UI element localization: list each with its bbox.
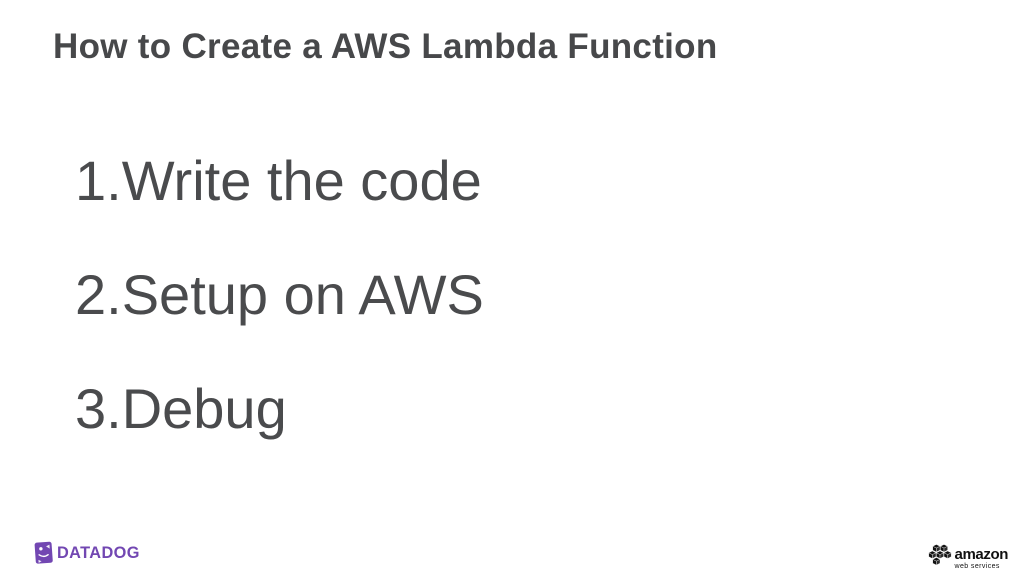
list-item-text: Debug [121, 376, 287, 440]
list-item: 1.Write the code [75, 149, 484, 212]
list-item-marker: 2. [75, 262, 122, 326]
steps-list: 1.Write the code 2.Setup on AWS 3.Debug [75, 149, 484, 440]
list-item-text: Setup on AWS [121, 262, 484, 326]
aws-subtext: web services [954, 563, 1000, 570]
list-item-text: Write the code [121, 149, 482, 212]
list-item-marker: 1. [75, 149, 122, 212]
list-item: 2.Setup on AWS [75, 262, 484, 326]
aws-wordmark-group: amazon web services [954, 546, 1009, 570]
list-item-marker: 3. [75, 376, 122, 440]
aws-wordmark: amazon [954, 546, 1009, 564]
aws-logo: amazon web services [928, 539, 1008, 570]
page-title: How to Create a AWS Lambda Function [53, 27, 718, 66]
datadog-wordmark: DATADOG [57, 543, 140, 562]
datadog-logo: DATADOG [34, 541, 143, 565]
aws-cubes-icon [928, 540, 952, 570]
list-item: 3.Debug [75, 376, 484, 440]
datadog-dog-icon [34, 541, 54, 565]
